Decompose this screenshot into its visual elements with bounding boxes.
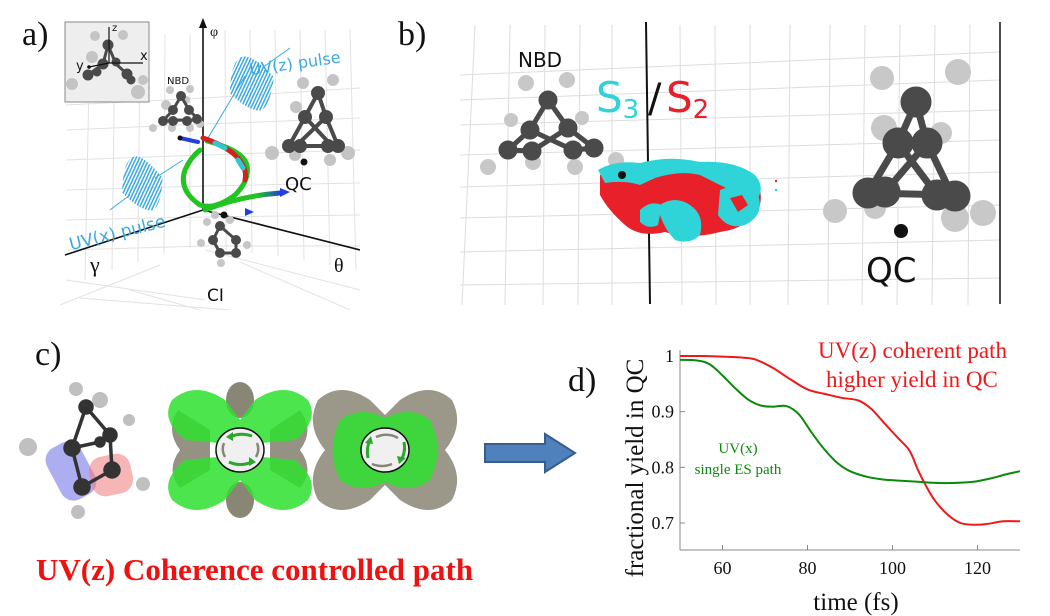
annotation-uvz-line1: UV(z) coherent path xyxy=(818,338,1008,363)
orbital-view-1 xyxy=(168,382,312,518)
qc-label-a: QC xyxy=(285,174,312,195)
trajectory-tube xyxy=(177,135,290,216)
uvz-pulse-label: UV(z) pulse xyxy=(248,48,341,80)
qc-label-b: QC xyxy=(866,251,917,291)
y-tick-label: 1 xyxy=(665,346,674,366)
x-tick-label: 120 xyxy=(964,558,991,578)
yield-chart: 60 80 100 120 0.7 0.8 0.9 1 fractional yield in… xyxy=(622,338,1021,616)
inset-y-label: y xyxy=(76,59,84,74)
y-tick-label: 0.7 xyxy=(652,513,675,533)
panel-a-label: a) xyxy=(22,16,49,53)
nbd-label-a: NBD xyxy=(167,76,189,87)
gamma-axis-label: γ xyxy=(89,252,100,277)
x-tick-label: 60 xyxy=(714,558,732,578)
qc-molecule-a: QC xyxy=(265,74,355,195)
inset-x-label: x xyxy=(140,49,148,64)
x-tick-label: 100 xyxy=(879,558,906,578)
annotation-uvz-line2: higher yield in QC xyxy=(826,367,998,392)
y-tick-label: 0.8 xyxy=(652,457,675,477)
panel-b-label: b) xyxy=(398,16,427,53)
nbd-molecule-a: NBD xyxy=(149,76,204,132)
panel-b-figure: NBD S3 / S2 QC xyxy=(459,21,1001,305)
state-label: S3 / S2 xyxy=(596,73,709,125)
y-tick-label: 0.9 xyxy=(652,402,675,422)
annotation-uvx-line1: UV(x) xyxy=(718,441,757,457)
series-line-uvz xyxy=(679,354,1021,526)
theta-axis-label: θ xyxy=(334,255,344,277)
qc-point-b xyxy=(894,224,908,238)
orientation-inset: z x y xyxy=(64,21,150,103)
inset-z-label: z xyxy=(112,23,117,34)
panel-a-figure: φ γ θ z x y NBD xyxy=(60,18,360,310)
uvx-pulse-icon xyxy=(109,156,184,211)
series-line-uvx xyxy=(679,358,1021,485)
nbd-molecule-b: NBD xyxy=(480,48,624,175)
x-axis-label: time (fs) xyxy=(813,589,898,616)
state-slash: / xyxy=(648,76,662,122)
coherence-caption: UV(z) Coherence controlled path xyxy=(36,552,474,587)
ci-molecule-a: CI xyxy=(197,211,251,306)
uvz-pulse-icon xyxy=(207,47,291,139)
qc-point-a xyxy=(300,158,308,166)
y-axis-label: fractional yield in QC xyxy=(622,359,649,578)
panel-c-label: c) xyxy=(35,336,62,373)
nbd-label-b: NBD xyxy=(518,48,562,72)
qc-molecule-b: QC xyxy=(823,59,996,291)
x-tick-label: 80 xyxy=(799,558,817,578)
panel-d-label: d) xyxy=(568,362,597,399)
s3-label: S3 xyxy=(596,73,639,125)
panel-c-figure xyxy=(19,382,458,519)
s2-label: S2 xyxy=(666,73,709,125)
wavepacket-isosurface xyxy=(598,158,778,242)
phi-axis-label: φ xyxy=(210,25,218,40)
coherence-molecule xyxy=(19,382,150,519)
orbital-view-2 xyxy=(312,390,458,510)
ci-label-a: CI xyxy=(207,286,224,306)
annotation-uvx-line2: single ES path xyxy=(695,462,782,478)
phi-axis-arrow-icon xyxy=(199,18,207,28)
arrow-right-icon xyxy=(484,432,577,474)
